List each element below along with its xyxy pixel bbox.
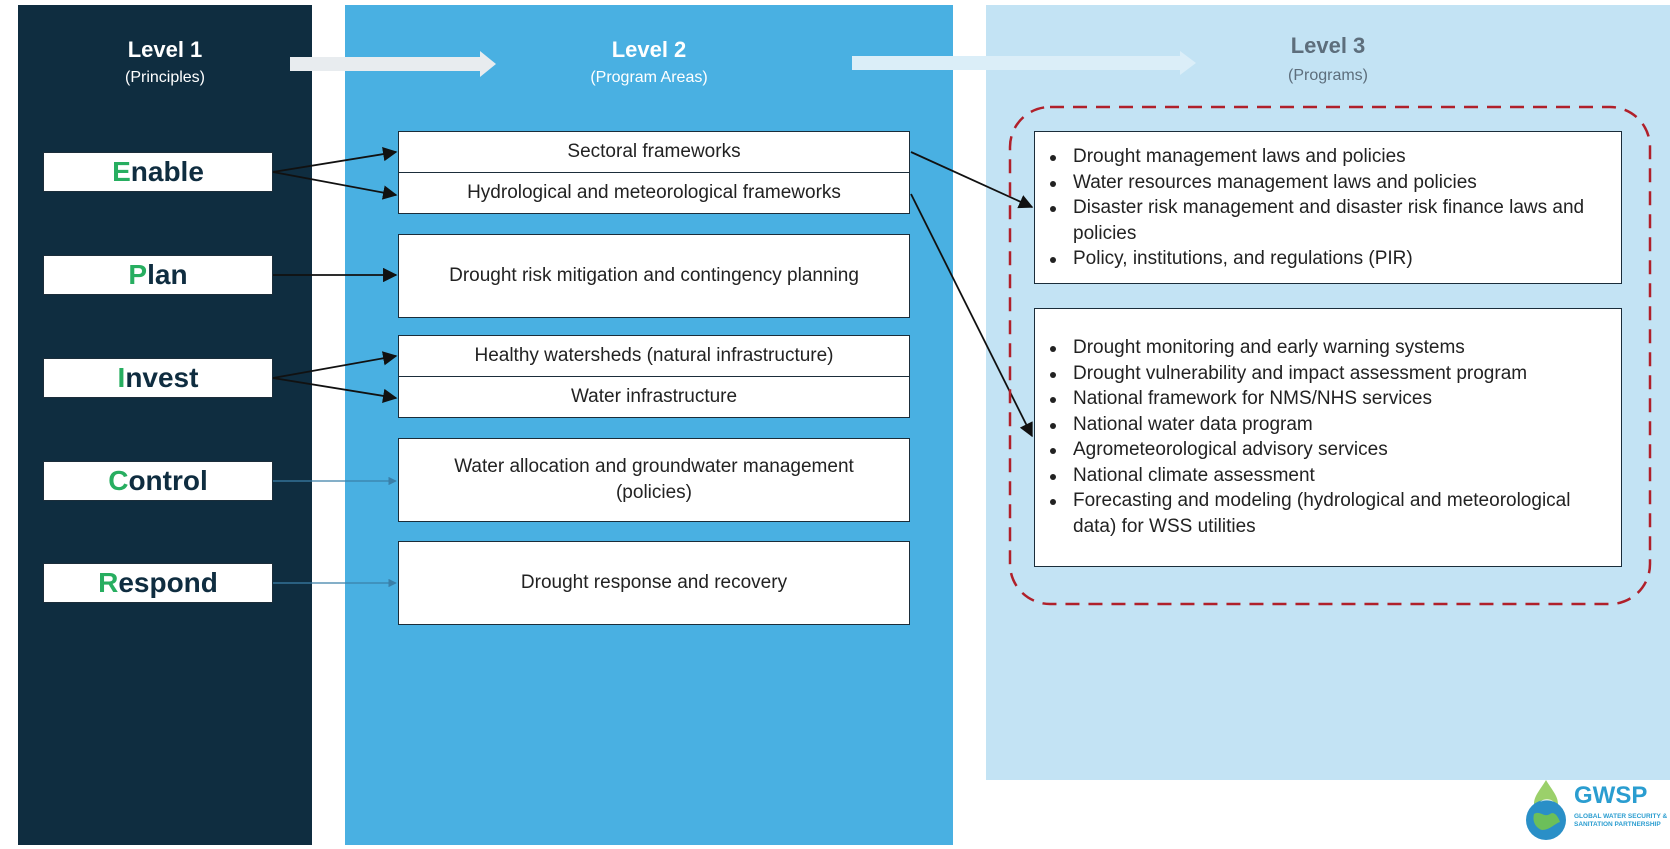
level-3-title: Level 3	[1290, 33, 1366, 58]
principle-rest: lan	[147, 259, 188, 290]
list-item: National water data program	[1050, 412, 1601, 438]
level-2-subtitle: (Program Areas)	[590, 69, 708, 86]
level-1-subtitle: (Principles)	[124, 69, 205, 86]
list-item: Drought management laws and policies	[1050, 144, 1601, 170]
programs-group-monitoring: Drought monitoring and early warning sys…	[1034, 308, 1622, 567]
level-3-subtitle: (Programs)	[1287, 67, 1368, 84]
list-item: Drought vulnerability and impact assessm…	[1050, 361, 1601, 387]
program-area-drought-risk-mitigation: Drought risk mitigation and contingency …	[398, 234, 910, 318]
list-item: Agrometeorological advisory services	[1050, 437, 1601, 463]
program-area-sectoral-frameworks: Sectoral frameworks	[398, 131, 910, 173]
logo-tagline: GLOBAL WATER SECURITY & SANITATION PARTN…	[1574, 813, 1668, 828]
list-item: National climate assessment	[1050, 463, 1601, 489]
principle-initial: I	[117, 362, 126, 393]
principle-rest: nable	[130, 156, 204, 187]
logo-name: GWSP	[1574, 782, 1648, 809]
program-area-hydro-met-frameworks: Hydrological and meteorological framewor…	[398, 172, 910, 214]
principle-initial: R	[98, 567, 119, 598]
level-1-column: Level 1 (Principles)	[18, 5, 312, 845]
program-area-water-infrastructure: Water infrastructure	[398, 376, 910, 418]
principle-initial: E	[112, 156, 131, 187]
principle-rest: ontrol	[128, 465, 208, 496]
list-item: Water resources management laws and poli…	[1050, 170, 1601, 196]
list-item: Policy, institutions, and regulations (P…	[1050, 246, 1601, 272]
connector-sectoral-to-programs	[910, 151, 1034, 209]
principle-initial: C	[108, 465, 129, 496]
level-1-to-2-arrow	[290, 51, 496, 77]
programs-group-legal: Drought management laws and policies Wat…	[1034, 131, 1622, 284]
principle-rest: nvest	[125, 362, 199, 393]
list-item: Disaster risk management and disaster ri…	[1050, 195, 1601, 246]
connector-invest-infrastructure	[272, 377, 398, 404]
principle-initial: P	[128, 259, 148, 290]
list-item: Drought monitoring and early warning sys…	[1050, 335, 1601, 361]
globe-water-drop-icon	[1526, 780, 1566, 840]
level-2-to-3-arrow	[852, 51, 1196, 75]
level-1-title: Level 1	[127, 37, 203, 62]
connector-invest-watersheds	[272, 351, 398, 379]
programs-list-monitoring: Drought monitoring and early warning sys…	[1035, 335, 1621, 539]
connector-enable-hydromet	[272, 171, 398, 200]
list-item: National framework for NMS/NHS services	[1050, 386, 1601, 412]
connector-enable-sectoral	[272, 146, 398, 173]
level-2-title: Level 2	[611, 37, 687, 62]
connector-hydromet-to-programs	[910, 193, 1033, 438]
principle-rest: espond	[118, 567, 218, 598]
program-area-healthy-watersheds: Healthy watersheds (natural infrastructu…	[398, 335, 910, 377]
programs-list-legal: Drought management laws and policies Wat…	[1035, 144, 1621, 272]
programs-dashed-outline	[1008, 105, 1652, 606]
list-item: Forecasting and modeling (hydrological a…	[1050, 488, 1601, 539]
gwsp-logo: GWSP GLOBAL WATER SECURITY & SANITATION …	[1520, 778, 1670, 845]
program-area-water-allocation: Water allocation and groundwater managem…	[398, 438, 910, 522]
program-area-drought-response: Drought response and recovery	[398, 541, 910, 625]
